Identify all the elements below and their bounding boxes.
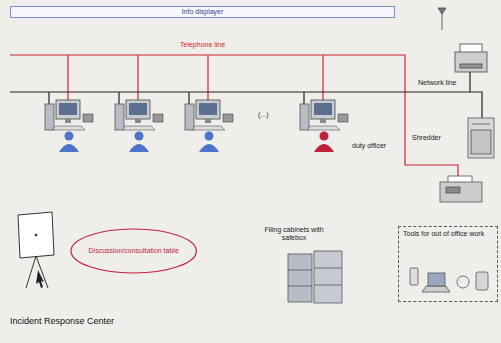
- node-text: Discussion/consultation table: [89, 247, 179, 255]
- line-label: Network line: [418, 79, 457, 87]
- whiteboard: [18, 212, 54, 288]
- info-display-bar: Info displayer: [10, 6, 395, 18]
- device-label: Shredder: [412, 134, 441, 142]
- caption: Incident Response Center: [10, 316, 114, 326]
- filing-cabinets: [288, 251, 342, 303]
- tools-box: Tools for out of office work: [398, 226, 498, 302]
- workstations: [45, 100, 348, 152]
- node-text: Tools for out of office work: [403, 230, 493, 238]
- device-label: Filing cabinets with safebox: [262, 226, 326, 242]
- tools-icons: [410, 268, 488, 292]
- printer: [438, 8, 487, 72]
- line-label: Telephone line: [180, 41, 225, 49]
- node-text: Info displayer: [182, 8, 224, 16]
- role-label: duty officer: [352, 142, 386, 150]
- ellipsis-label: (...): [258, 111, 269, 119]
- network-line: [10, 72, 482, 118]
- fax-icon: [440, 176, 482, 202]
- shredder-icon: [468, 118, 494, 158]
- telephone-line: [10, 55, 458, 176]
- table-ellipse: Discussion/consultation table: [70, 228, 197, 274]
